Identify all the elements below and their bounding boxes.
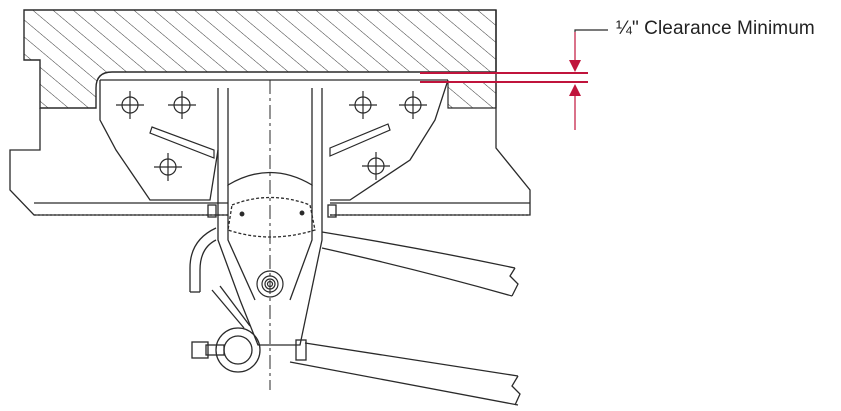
top-plate: [99, 79, 449, 201]
callout-leader: [574, 29, 608, 32]
hatched-block-left: [23, 9, 497, 109]
upper-structure-section: [23, 9, 497, 109]
cable-upper: [321, 231, 519, 297]
bolt-holes: [116, 91, 427, 181]
hatched-block-right: [447, 81, 497, 109]
bolt-hole-3: [154, 153, 182, 181]
clearance-arrow-top-head: [569, 60, 581, 72]
bolt-hole-2: [168, 91, 196, 119]
eye-clamp: [191, 285, 307, 373]
clearance-arrow-bottom-head: [569, 84, 581, 96]
gussets: [149, 123, 391, 159]
clearance-callout-label: ¼" Clearance Minimum: [616, 18, 815, 39]
lower-rod: [289, 342, 521, 406]
clearance-marker: [420, 32, 588, 130]
pivot-nut: [256, 270, 284, 298]
base-frame: [9, 108, 531, 216]
bolt-hole-5: [399, 91, 427, 119]
bolt-hole-4: [349, 91, 377, 119]
bolt-hole-6: [362, 152, 390, 180]
bolt-hole-1: [116, 91, 144, 119]
left-hook: [189, 227, 217, 293]
center-hanger: [207, 88, 337, 346]
